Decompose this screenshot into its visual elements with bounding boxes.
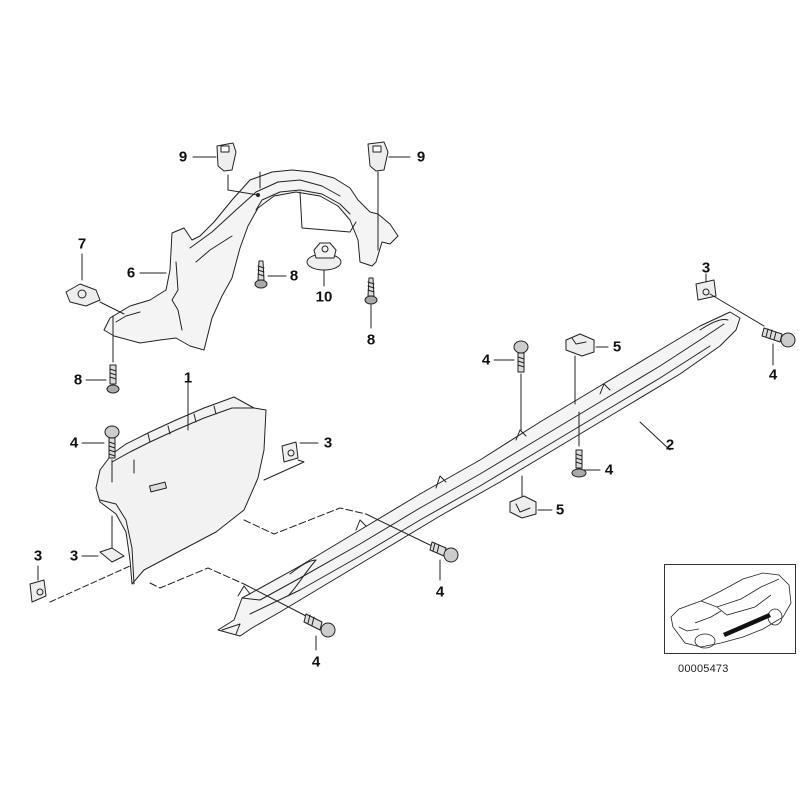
screw-8a bbox=[254, 260, 287, 289]
callout-10[interactable]: 10 bbox=[315, 288, 333, 306]
callout-8[interactable]: 8 bbox=[366, 331, 376, 349]
wheel-arch-liner bbox=[103, 169, 399, 351]
clip-nut-7 bbox=[65, 253, 125, 315]
callout-4[interactable]: 4 bbox=[768, 366, 778, 384]
callout-7[interactable]: 7 bbox=[77, 235, 87, 253]
side-sill-trim bbox=[217, 311, 741, 637]
callout-5[interactable]: 5 bbox=[555, 501, 565, 519]
callout-2[interactable]: 2 bbox=[665, 436, 675, 454]
callout-6[interactable]: 6 bbox=[126, 264, 136, 282]
hex-screw-4e bbox=[365, 513, 459, 581]
callout-5[interactable]: 5 bbox=[612, 338, 622, 356]
callout-3[interactable]: 3 bbox=[69, 547, 79, 565]
expanding-nut-9a bbox=[192, 142, 259, 196]
callout-9[interactable]: 9 bbox=[416, 148, 426, 166]
hex-screw-4b bbox=[493, 340, 529, 431]
hex-nut-10 bbox=[306, 242, 342, 287]
fender-lower-trim-panel bbox=[95, 377, 267, 585]
retaining-clip-5b bbox=[509, 475, 553, 519]
callout-4[interactable]: 4 bbox=[69, 434, 79, 452]
callout-1[interactable]: 1 bbox=[183, 369, 193, 387]
callout-3[interactable]: 3 bbox=[701, 259, 711, 277]
callout-3[interactable]: 3 bbox=[323, 434, 333, 452]
assembly-line-a bbox=[243, 507, 367, 535]
screw-4c bbox=[571, 411, 601, 478]
retaining-clip-5a bbox=[565, 333, 609, 405]
screw-8c bbox=[85, 315, 120, 394]
expanding-nut-9b bbox=[367, 141, 411, 251]
clip-nut-3a bbox=[695, 273, 765, 327]
clip-nut-3c bbox=[29, 565, 131, 603]
callout-8[interactable]: 8 bbox=[289, 267, 299, 285]
callout-9[interactable]: 9 bbox=[178, 148, 188, 166]
callout-4[interactable]: 4 bbox=[481, 351, 491, 369]
callout-4[interactable]: 4 bbox=[311, 653, 321, 671]
hex-screw-4d bbox=[81, 425, 120, 483]
callout-3[interactable]: 3 bbox=[33, 547, 43, 565]
sill-highlight bbox=[723, 613, 771, 637]
vehicle-overview-inset bbox=[664, 564, 796, 654]
hex-screw-4f bbox=[243, 583, 336, 651]
car-outline-icon bbox=[670, 572, 792, 649]
assembly-line-b bbox=[149, 567, 245, 589]
callout-4[interactable]: 4 bbox=[435, 583, 445, 601]
screw-8b bbox=[364, 277, 378, 329]
diagram-id-number: 00005473 bbox=[678, 663, 729, 675]
callout-8[interactable]: 8 bbox=[73, 371, 83, 389]
callout-4[interactable]: 4 bbox=[604, 461, 614, 479]
clip-nut-3d bbox=[81, 547, 125, 563]
clip-nut-3b bbox=[263, 441, 319, 481]
hex-screw-4a bbox=[761, 327, 796, 366]
